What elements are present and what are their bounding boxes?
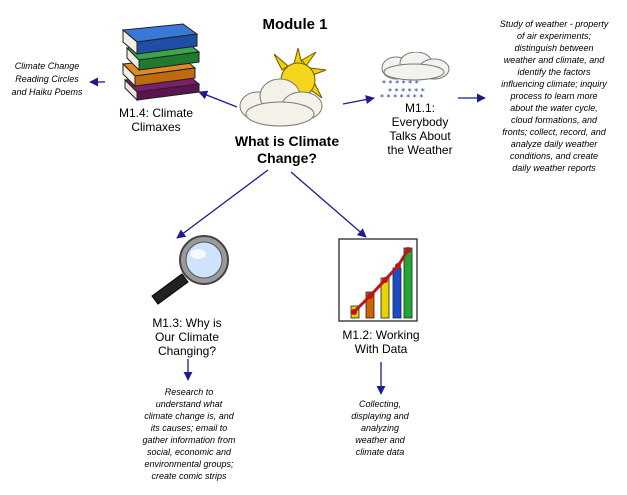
sun-cloud-icon	[239, 47, 327, 127]
arrow-center-to-m14	[198, 90, 238, 108]
svg-text:* * * * * *: * * * * * *	[388, 87, 425, 96]
node-m12-label: M1.2: Working With Data	[342, 328, 420, 356]
desc-m11: Study of weather - property of air exper…	[499, 19, 609, 173]
desc-m14: Climate Change Reading Circles and Haiku…	[11, 61, 83, 97]
bar-chart-icon	[338, 238, 418, 322]
svg-text:* * * * * *: * * * * * *	[382, 79, 419, 88]
arrow-center-to-m12	[290, 171, 367, 238]
node-m14-label: M1.4: Climate Climaxes	[118, 106, 194, 134]
module-title: Module 1	[262, 16, 328, 33]
desc-m13: Research to understand what climate chan…	[142, 387, 236, 481]
desc-m12: Collecting, displaying and analyzing wea…	[351, 399, 409, 457]
central-topic-line1: What is Climate	[234, 133, 340, 149]
node-m11-label: M1.1: Everybody Talks About the Weather	[387, 101, 453, 157]
node-m13-label: M1.3: Why is Our Climate Changing?	[152, 316, 222, 358]
central-topic: What is Climate Change?	[222, 133, 352, 167]
central-topic-line2: Change?	[257, 150, 317, 166]
arrow-center-to-m13	[176, 169, 269, 239]
arrow-center-to-m11	[342, 95, 375, 105]
svg-text:* * * * * * *: * * * * * * *	[380, 93, 423, 100]
books-icon	[121, 23, 201, 102]
magnifier-icon	[151, 235, 229, 305]
snow-cloud-icon: * * * * * * * * * * * * * * * * * * *	[380, 52, 450, 100]
